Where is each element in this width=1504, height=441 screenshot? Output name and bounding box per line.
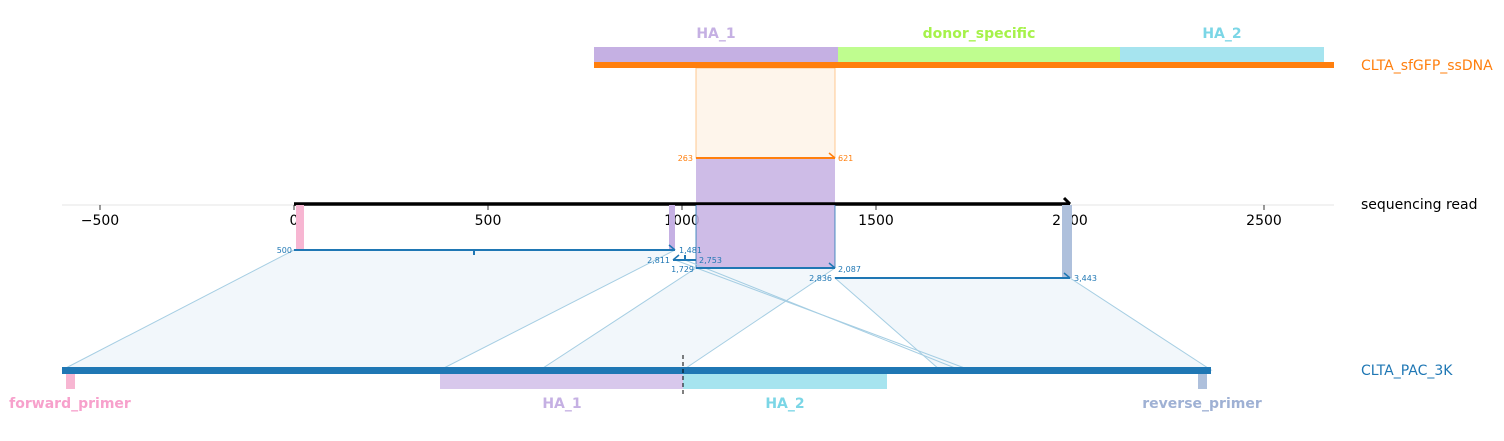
target-feature-label-ha2: HA_2 bbox=[765, 396, 804, 412]
target-alignment-arrowhead-2 bbox=[672, 254, 680, 261]
axis-ticks: −50005001000150020002500 bbox=[81, 205, 1282, 229]
target-alignment-wedge-4 bbox=[833, 277, 1213, 371]
read-projections bbox=[296, 205, 1072, 278]
read-arrowhead bbox=[1062, 196, 1072, 206]
donor-read-projection bbox=[696, 158, 835, 204]
donor-feature-label-ha2: HA_2 bbox=[1202, 26, 1241, 42]
axis-tick-label: −500 bbox=[81, 213, 119, 229]
target-feature-label-ha1: HA_1 bbox=[542, 396, 581, 412]
donor-alignment-start: 263 bbox=[678, 154, 693, 163]
target-alignment-arrowhead-3 bbox=[828, 262, 836, 269]
target-feature-ha1 bbox=[440, 372, 683, 389]
axis-tick-label: 2500 bbox=[1246, 213, 1282, 229]
donor-feature-ha1 bbox=[594, 47, 838, 64]
target-alignment-line-2b bbox=[684, 259, 961, 371]
read-ha1-projection bbox=[669, 205, 675, 250]
read-forward-primer-projection bbox=[296, 205, 304, 250]
target-backbone bbox=[62, 367, 1211, 374]
target-alignment-start-4: 2,836 bbox=[809, 274, 832, 283]
donor-feature-ha2 bbox=[1120, 47, 1324, 64]
target-feature-reverse-primer bbox=[1198, 372, 1207, 389]
donor-feature-label-ha1: HA_1 bbox=[696, 26, 735, 42]
donor-alignment-arrowhead bbox=[828, 152, 836, 159]
target-feature-forward-primer bbox=[66, 372, 75, 389]
donor-projection-shade bbox=[695, 67, 836, 159]
target-alignment-end-4: 3,443 bbox=[1074, 274, 1097, 283]
target-alignment-end-3: 2,087 bbox=[838, 265, 861, 274]
donor-feature-donor-specific bbox=[838, 47, 1120, 64]
target-feature-label-forward-primer: forward_primer bbox=[9, 396, 131, 412]
target-feature-ha2 bbox=[683, 372, 887, 389]
target-feature-label-reverse-primer: reverse_primer bbox=[1142, 396, 1262, 412]
donor-feature-label-donor-specific: donor_specific bbox=[923, 26, 1036, 42]
target-name-label: CLTA_PAC_3K bbox=[1361, 363, 1453, 379]
target-alignment-end-1: 1,481 bbox=[679, 246, 702, 255]
target-alignment-start-2: 2,811 bbox=[647, 256, 670, 265]
axis-tick-label: 1500 bbox=[858, 213, 894, 229]
target-alignment-start-1: 500 bbox=[277, 246, 292, 255]
axis-tick-label: 0 bbox=[290, 213, 299, 229]
axis-tick-label: 500 bbox=[475, 213, 502, 229]
donor-alignment-end: 621 bbox=[838, 154, 853, 163]
target-alignment-start-3: 1,729 bbox=[671, 265, 694, 274]
donor-section: HA_1 donor_specific HA_2 CLTA_sfGFP_ssDN… bbox=[594, 26, 1493, 204]
donor-name-label: CLTA_sfGFP_ssDNA bbox=[1361, 58, 1493, 74]
donor-backbone bbox=[594, 62, 1334, 68]
target-section: 500 1,481 2,811 2,753 1,729 2,087 2,836 … bbox=[9, 244, 1453, 412]
target-alignment-arrowhead-4 bbox=[1063, 272, 1071, 279]
read-label: sequencing read bbox=[1361, 197, 1477, 213]
target-alignment-arrowhead-1 bbox=[668, 244, 676, 251]
read-axis: sequencing read −50005001000150020002500 bbox=[62, 196, 1477, 229]
read-reverse-primer-projection bbox=[1062, 205, 1072, 278]
target-alignment-end-2: 2,753 bbox=[699, 256, 722, 265]
read-donor-projection bbox=[696, 205, 835, 268]
